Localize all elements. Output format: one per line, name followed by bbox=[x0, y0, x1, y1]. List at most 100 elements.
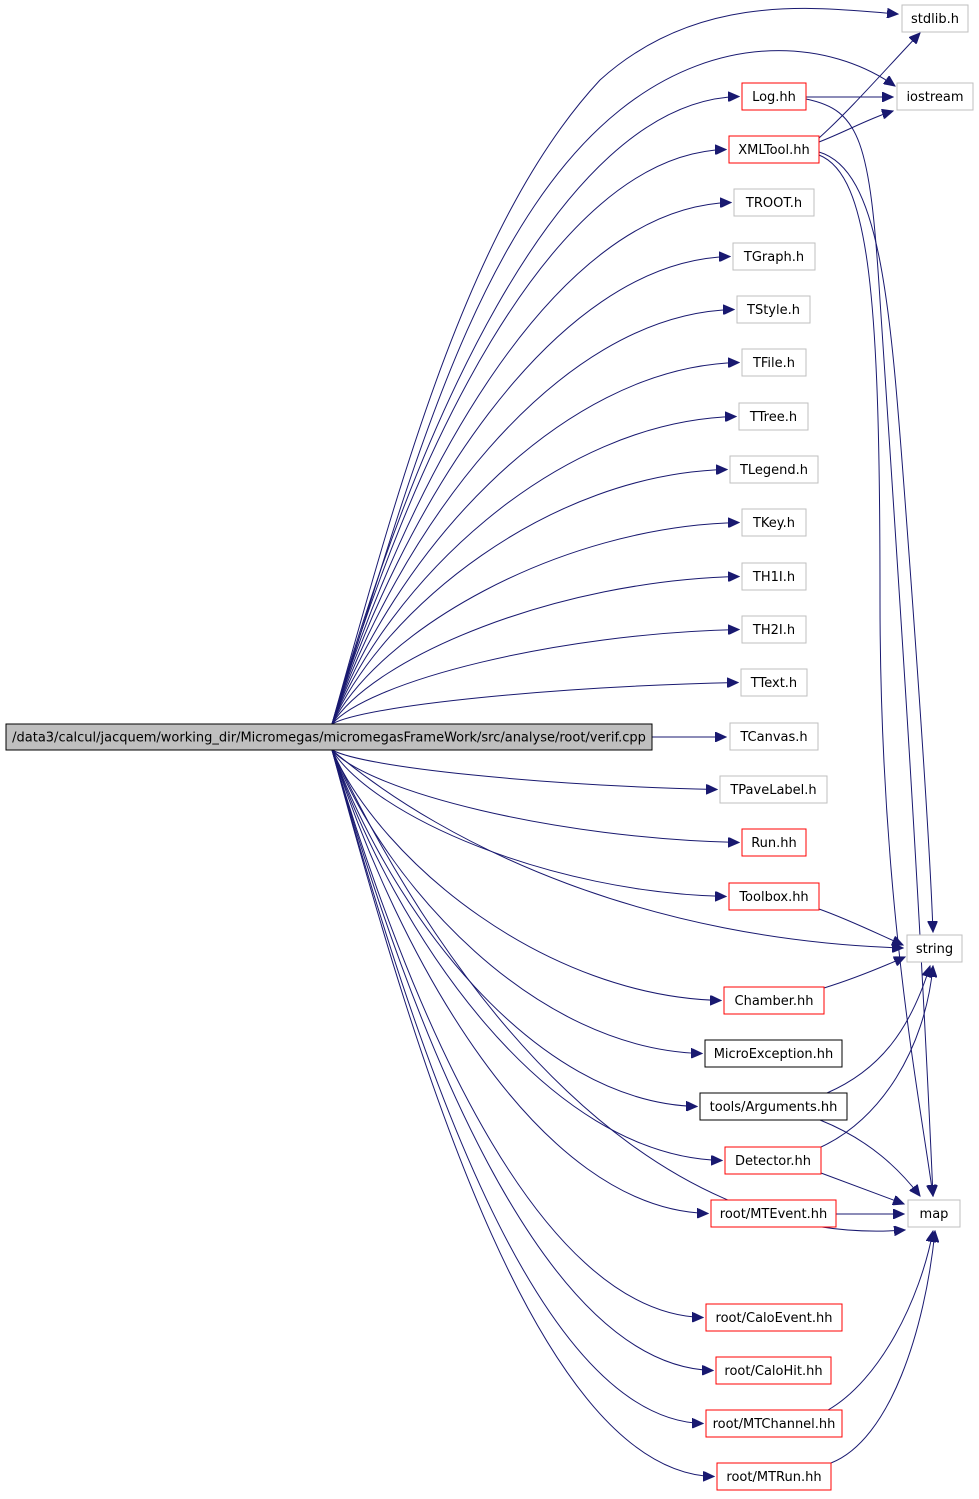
node-label-mtevent: root/MTEvent.hh bbox=[720, 1207, 827, 1222]
node-ttree: TTree.h bbox=[738, 402, 809, 431]
edge-verif-to-tstyle bbox=[331, 310, 734, 725]
node-box-tpavelabel bbox=[719, 775, 828, 804]
edge-verif-to-run bbox=[331, 749, 739, 843]
edge-verif-to-chamber bbox=[331, 749, 721, 1001]
node-label-iostream: iostream bbox=[906, 90, 963, 105]
node-label-microexception: MicroException.hh bbox=[714, 1047, 834, 1062]
node-box-tkey bbox=[741, 508, 807, 537]
node-box-tfile bbox=[741, 348, 807, 377]
node-box-stdlib bbox=[901, 4, 969, 33]
node-box-calohit bbox=[715, 1356, 832, 1385]
node-iostream: iostream bbox=[896, 82, 974, 111]
node-tfile: TFile.h bbox=[741, 348, 807, 377]
node-xmltool[interactable]: XMLTool.hh bbox=[728, 135, 820, 164]
edge-toolbox-to-string bbox=[818, 908, 903, 945]
edge-verif-to-th1i bbox=[331, 577, 739, 725]
node-label-troot: TROOT.h bbox=[745, 196, 802, 211]
node-string: string bbox=[906, 934, 963, 963]
edge-verif-to-string bbox=[331, 749, 903, 948]
edge-verif-to-log bbox=[331, 97, 739, 725]
node-box-troot bbox=[733, 188, 815, 217]
edge-verif-to-xmltool bbox=[331, 150, 726, 725]
node-box-verif bbox=[5, 723, 653, 751]
edge-verif-to-stdlib bbox=[331, 7, 898, 725]
node-toolbox[interactable]: Toolbox.hh bbox=[728, 882, 820, 911]
node-box-th1i bbox=[741, 562, 807, 591]
node-box-tgraph bbox=[732, 242, 816, 271]
node-label-calohit: root/CaloHit.hh bbox=[724, 1364, 822, 1379]
edge-xmltool-to-string bbox=[818, 151, 933, 932]
edge-verif-to-caloevent bbox=[331, 749, 703, 1318]
node-box-th2i bbox=[741, 615, 807, 644]
edge-mtchannel-to-map bbox=[827, 1231, 933, 1411]
node-label-th2i: TH2I.h bbox=[752, 623, 795, 638]
edge-verif-to-tlegend bbox=[331, 470, 727, 725]
node-label-tlegend: TLegend.h bbox=[739, 463, 808, 478]
edges-layer bbox=[331, 7, 935, 1476]
edge-detector-to-string bbox=[820, 966, 933, 1148]
node-stdlib: stdlib.h bbox=[901, 4, 969, 33]
node-box-mtrun bbox=[716, 1462, 832, 1491]
edge-verif-to-ttree bbox=[331, 417, 736, 725]
edge-xmltool-to-map bbox=[818, 154, 933, 1196]
node-run[interactable]: Run.hh bbox=[741, 828, 807, 857]
node-th2i: TH2I.h bbox=[741, 615, 807, 644]
node-verif[interactable]: /data3/calcul/jacquem/working_dir/Microm… bbox=[5, 723, 653, 751]
node-chamber[interactable]: Chamber.hh bbox=[723, 986, 825, 1015]
node-label-tkey: TKey.h bbox=[752, 516, 795, 531]
node-label-string: string bbox=[916, 942, 953, 957]
edge-verif-to-tpavelabel bbox=[331, 749, 717, 790]
node-label-tcanvas: TCanvas.h bbox=[739, 730, 807, 745]
node-box-mtevent bbox=[710, 1199, 837, 1228]
edge-verif-to-tfile bbox=[331, 363, 739, 725]
node-tpavelabel: TPaveLabel.h bbox=[719, 775, 828, 804]
edge-verif-to-tkey bbox=[331, 523, 739, 725]
node-label-mtrun: root/MTRun.hh bbox=[726, 1470, 821, 1485]
edge-xmltool-to-stdlib bbox=[818, 33, 920, 139]
node-label-run: Run.hh bbox=[751, 836, 797, 851]
node-microexception[interactable]: MicroException.hh bbox=[704, 1039, 843, 1068]
node-label-detector: Detector.hh bbox=[735, 1154, 811, 1169]
edge-verif-to-mtevent bbox=[331, 749, 708, 1214]
edge-verif-to-troot bbox=[331, 203, 731, 725]
node-calohit[interactable]: root/CaloHit.hh bbox=[715, 1356, 832, 1385]
node-label-tgraph: TGraph.h bbox=[743, 250, 804, 265]
node-tlegend: TLegend.h bbox=[729, 455, 819, 484]
edge-verif-to-mtchannel bbox=[331, 749, 703, 1424]
node-map: map bbox=[907, 1199, 961, 1228]
node-tkey: TKey.h bbox=[741, 508, 807, 537]
node-label-log: Log.hh bbox=[752, 90, 796, 105]
edge-verif-to-toolbox bbox=[331, 749, 726, 897]
node-detector[interactable]: Detector.hh bbox=[724, 1146, 822, 1175]
node-box-tcanvas bbox=[729, 722, 819, 751]
node-label-verif: /data3/calcul/jacquem/working_dir/Microm… bbox=[12, 731, 646, 746]
node-label-arguments: tools/Arguments.hh bbox=[710, 1100, 838, 1115]
node-tcanvas: TCanvas.h bbox=[729, 722, 819, 751]
node-caloevent[interactable]: root/CaloEvent.hh bbox=[705, 1303, 843, 1332]
node-box-caloevent bbox=[705, 1303, 843, 1332]
node-label-ttree: TTree.h bbox=[749, 410, 797, 425]
edge-verif-to-ttext bbox=[331, 683, 738, 725]
node-box-ttext bbox=[740, 668, 808, 697]
node-box-chamber bbox=[723, 986, 825, 1015]
edge-chamber-to-string bbox=[823, 957, 905, 989]
node-label-xmltool: XMLTool.hh bbox=[738, 143, 809, 158]
node-mtchannel[interactable]: root/MTChannel.hh bbox=[705, 1409, 843, 1438]
node-box-string bbox=[906, 934, 963, 963]
edge-detector-to-map bbox=[820, 1172, 904, 1204]
node-box-toolbox bbox=[728, 882, 820, 911]
node-box-tstyle bbox=[736, 295, 811, 324]
node-box-ttree bbox=[738, 402, 809, 431]
node-label-stdlib: stdlib.h bbox=[911, 12, 959, 27]
node-mtrun[interactable]: root/MTRun.hh bbox=[716, 1462, 832, 1491]
node-label-map: map bbox=[920, 1207, 949, 1222]
edge-xmltool-to-iostream bbox=[818, 111, 893, 143]
node-box-tlegend bbox=[729, 455, 819, 484]
node-box-microexception bbox=[704, 1039, 843, 1068]
node-log[interactable]: Log.hh bbox=[741, 82, 807, 111]
node-th1i: TH1I.h bbox=[741, 562, 807, 591]
node-arguments[interactable]: tools/Arguments.hh bbox=[699, 1092, 848, 1121]
node-mtevent[interactable]: root/MTEvent.hh bbox=[710, 1199, 837, 1228]
node-box-mtchannel bbox=[705, 1409, 843, 1438]
